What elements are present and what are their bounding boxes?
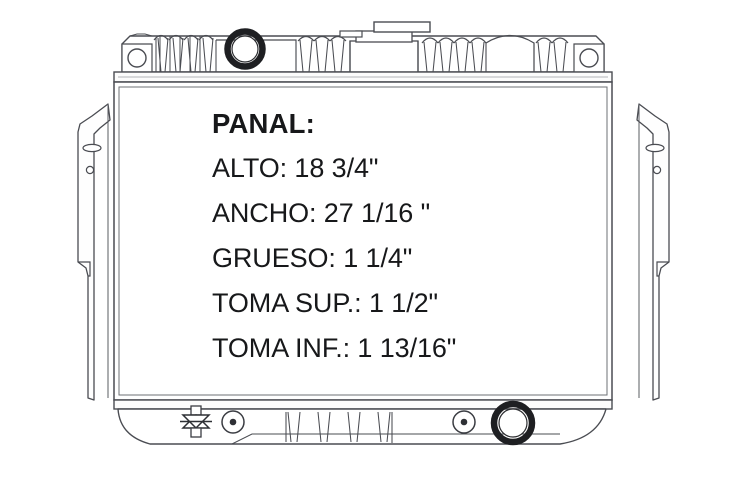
upper-tank-ribs-midright: [299, 39, 345, 73]
upper-inlet-port: [224, 28, 266, 70]
lower-right-small-port: [452, 410, 476, 434]
filler-neck-cap: [339, 21, 431, 73]
upper-tank-ribs-left: [155, 37, 217, 73]
lower-tank-flange: [113, 399, 613, 410]
upper-tank-ribs-right: [423, 41, 485, 73]
core-panel: [113, 81, 613, 401]
upper-tank: [113, 21, 613, 83]
lower-left-small-port: [221, 410, 245, 434]
upper-left-mounting-hole: [127, 48, 147, 68]
upper-right-mounting-hole: [579, 48, 599, 68]
lower-outlet-port: [490, 400, 536, 446]
lower-tank: [113, 399, 613, 446]
left-mounting-bracket: [77, 103, 111, 401]
bracket-round-hole-right: [652, 165, 662, 175]
bracket-slot-hole-left: [82, 143, 102, 153]
bracket-slot-hole-right: [645, 143, 665, 153]
drain-petcock-valve: [180, 405, 212, 438]
right-mounting-bracket: [636, 103, 670, 401]
bracket-round-hole-left: [85, 165, 95, 175]
filler-cap-flange: [373, 21, 431, 33]
lower-tank-ribs: [285, 411, 393, 443]
